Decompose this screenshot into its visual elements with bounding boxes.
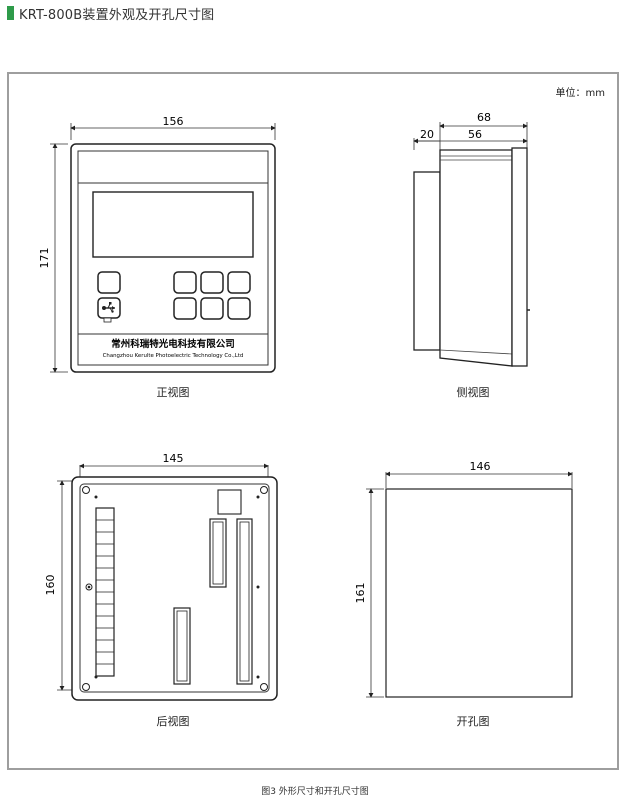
page-header: KRT-800B装置外观及开孔尺寸图 bbox=[7, 4, 215, 23]
side-view-label: 侧视图 bbox=[456, 386, 490, 399]
key-button bbox=[200, 297, 224, 320]
side-front-part bbox=[413, 171, 441, 351]
key-button bbox=[173, 297, 197, 320]
front-view: 156 171 常州科瑞 bbox=[38, 115, 276, 373]
rear-connector-box bbox=[217, 489, 242, 515]
front-top-bezel bbox=[77, 150, 269, 184]
brand-name-en: Changzhou Kerulte Photoelectric Technolo… bbox=[103, 353, 244, 359]
front-height-dim: 171 bbox=[38, 248, 51, 269]
rear-height-dim: 160 bbox=[44, 575, 57, 596]
front-view-label: 正视图 bbox=[156, 386, 190, 399]
side-rear-flange bbox=[511, 147, 528, 367]
side-body-dim: 56 bbox=[468, 128, 482, 141]
brand-name-cn: 常州科瑞特光电科技有限公司 bbox=[111, 338, 235, 350]
cutout-view-label: 开孔图 bbox=[456, 715, 490, 728]
lcd-display bbox=[92, 191, 254, 258]
rear-view-label: 后视图 bbox=[156, 715, 190, 728]
cutout-view: 146 161 bbox=[354, 460, 573, 698]
usb-icon bbox=[97, 297, 121, 323]
side-housing bbox=[439, 149, 513, 367]
rear-view: 145 160 bbox=[44, 452, 278, 701]
key-button bbox=[97, 271, 121, 294]
drawing-frame: 单位：mm bbox=[7, 72, 619, 770]
figure-caption: 图3 外形尺寸和开孔尺寸图 bbox=[261, 787, 369, 797]
header-accent-bar bbox=[7, 6, 14, 20]
side-front-dim: 20 bbox=[420, 128, 434, 141]
side-total-dim: 68 bbox=[477, 111, 491, 124]
cutout-height-dim: 161 bbox=[354, 583, 367, 604]
side-view: 68 20 56 bbox=[413, 111, 530, 367]
page-title: KRT-800B装置外观及开孔尺寸图 bbox=[19, 7, 215, 23]
rear-width-dim: 145 bbox=[163, 452, 184, 465]
front-width-dim: 156 bbox=[163, 115, 184, 128]
front-panel-inner bbox=[77, 150, 269, 366]
key-button bbox=[173, 271, 197, 294]
key-button bbox=[227, 297, 251, 320]
unit-label: 单位：mm bbox=[555, 88, 605, 99]
key-button bbox=[200, 271, 224, 294]
cutout-rectangle bbox=[385, 488, 573, 698]
key-button bbox=[227, 271, 251, 294]
cutout-width-dim: 146 bbox=[470, 460, 491, 473]
